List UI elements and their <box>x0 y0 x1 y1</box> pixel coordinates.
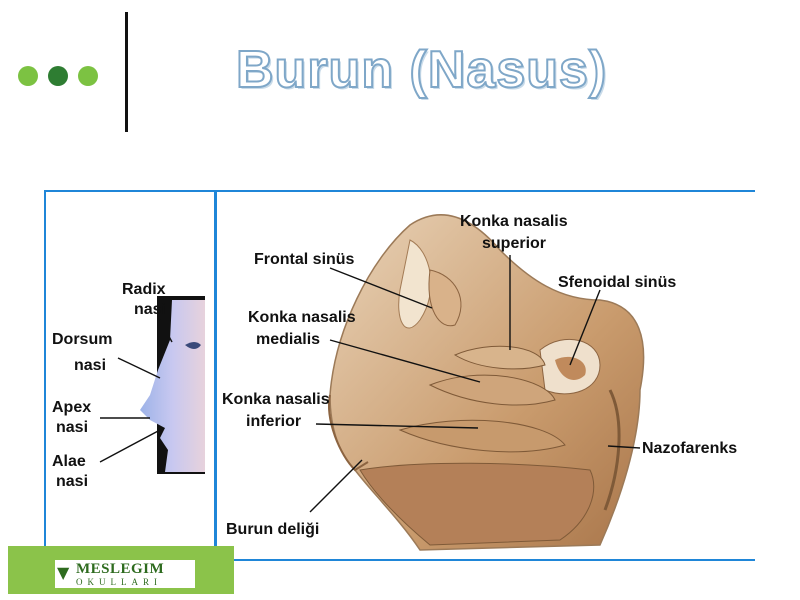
diagram-divider <box>214 190 217 561</box>
face-profile <box>140 296 205 474</box>
logo-subtitle: OKULLARI <box>76 577 162 587</box>
label-burun-deligi: Burun deliği <box>226 521 319 538</box>
bullet-dots <box>18 66 98 86</box>
label-konka-medialis-2: medialis <box>256 331 320 348</box>
leader-lines <box>99 255 641 513</box>
label-nazofarenks: Nazofarenks <box>642 440 737 457</box>
label-frontal-sinus: Frontal sinüs <box>254 251 355 268</box>
label-dorsum-nasi-2: nasi <box>74 357 106 374</box>
label-konka-superior-1: Konka nasalis <box>460 213 568 230</box>
logo-box <box>55 560 195 588</box>
dot-2 <box>48 66 68 86</box>
label-alae-nasi-1: Alae <box>52 453 86 470</box>
title-divider-line <box>125 12 128 132</box>
dot-3 <box>78 66 98 86</box>
anatomy-labels: Radix nasi Dorsum nasi Apex nasi Alae na… <box>52 213 737 538</box>
emblem-icon: ▼ <box>57 563 70 582</box>
label-alae-nasi-2: nasi <box>56 473 88 490</box>
label-konka-inferior-1: Konka nasalis <box>222 391 330 408</box>
slide-title: Burun (Nasus) <box>235 40 608 100</box>
label-dorsum-nasi-1: Dorsum <box>52 331 112 348</box>
label-apex-nasi-2: nasi <box>56 419 88 436</box>
dot-1 <box>18 66 38 86</box>
label-konka-superior-2: superior <box>482 235 546 252</box>
label-apex-nasi-1: Apex <box>52 399 91 416</box>
label-sfenoidal-sinus: Sfenoidal sinüs <box>558 274 676 291</box>
label-radix-nasi-2: nasi <box>134 301 166 318</box>
label-konka-inferior-2: inferior <box>246 413 301 430</box>
label-konka-medialis-1: Konka nasalis <box>248 309 356 326</box>
logo-name: MESLEGIM <box>76 561 165 577</box>
label-radix-nasi-1: Radix <box>122 281 166 298</box>
nasal-cavity-section <box>328 214 645 551</box>
